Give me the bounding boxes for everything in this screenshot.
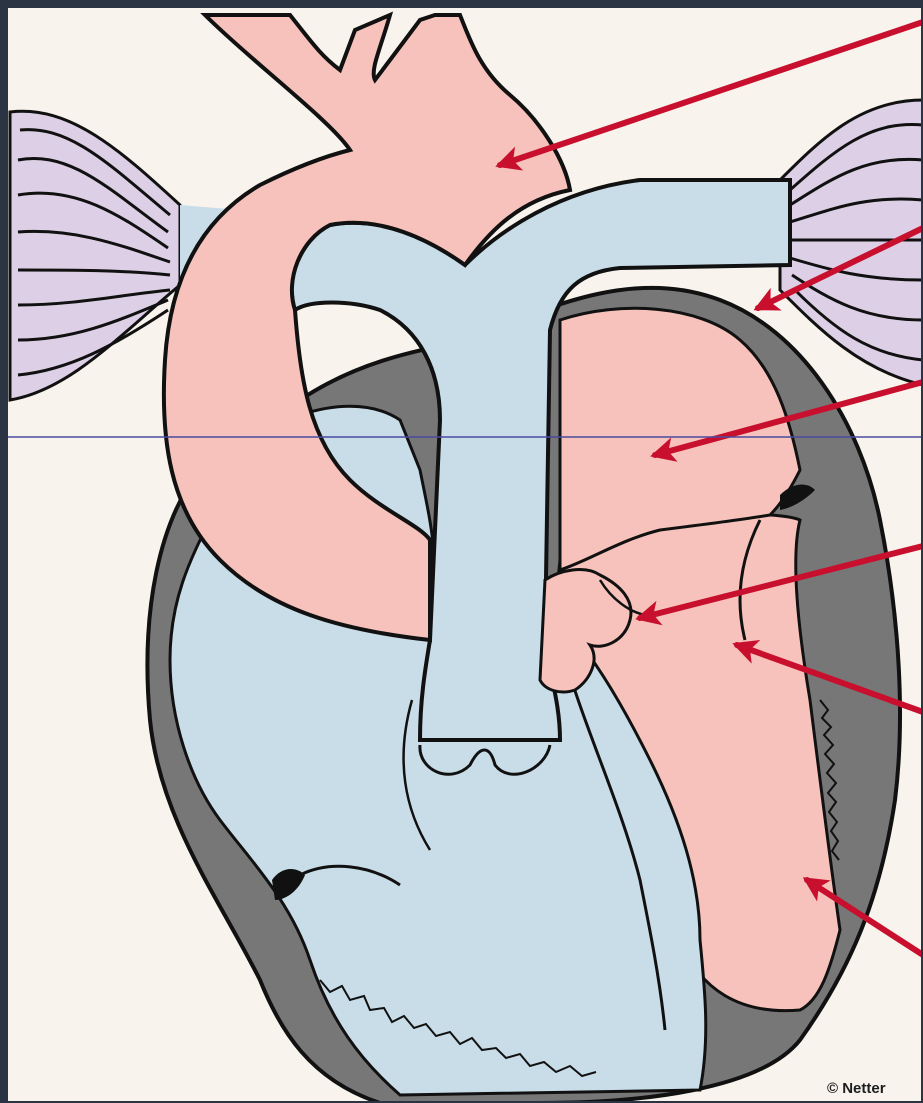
copyright-label: © Netter bbox=[827, 1080, 886, 1097]
